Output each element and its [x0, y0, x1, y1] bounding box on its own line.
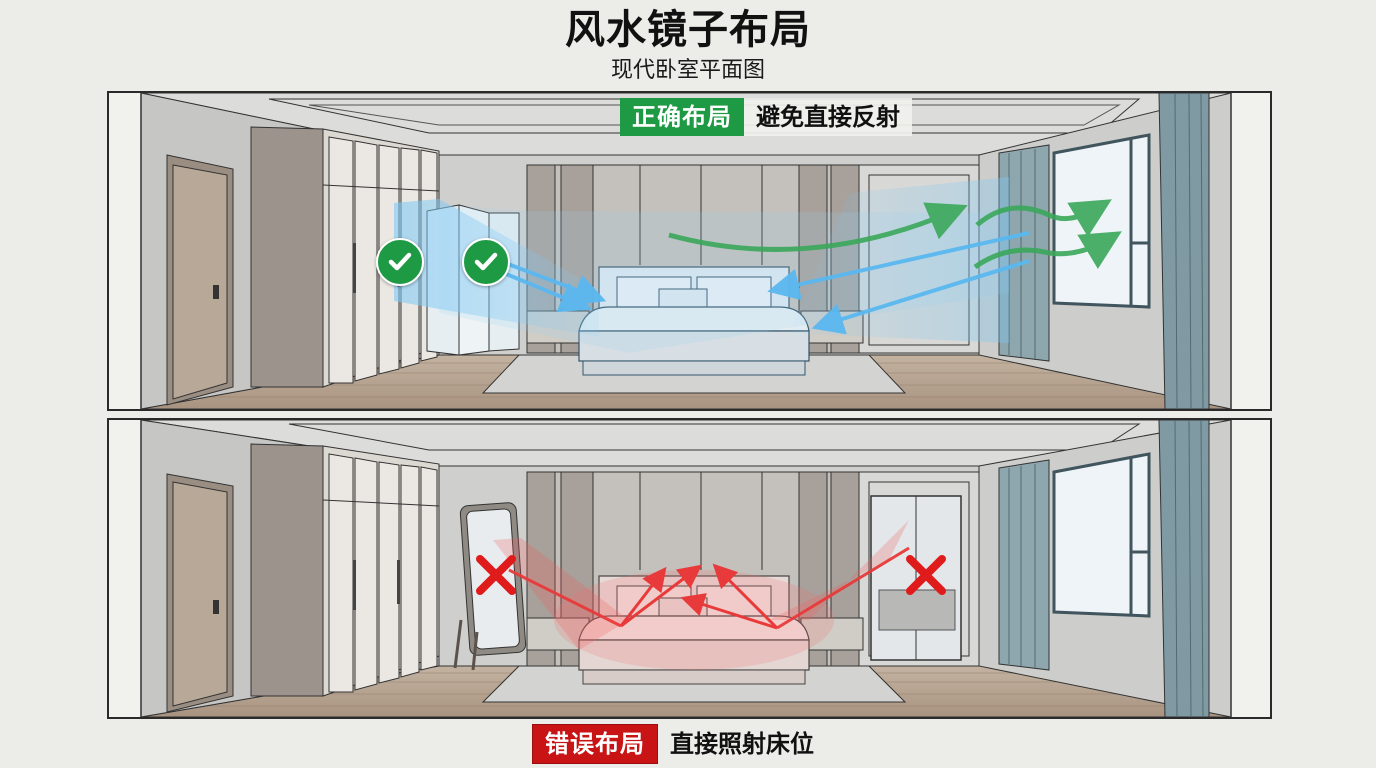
check-icon	[462, 238, 510, 286]
bed	[578, 266, 810, 376]
correct-layout-label: 正确布局 避免直接反射	[620, 98, 912, 136]
wardrobe	[250, 126, 440, 388]
page-title: 风水镜子布局	[565, 7, 811, 53]
correct-layout-badge: 正确布局	[620, 98, 744, 136]
incorrect-layout-label: 错误布局 直接照射床位	[532, 724, 826, 764]
correct-layout-panel	[107, 91, 1272, 411]
cross-icon	[476, 555, 516, 595]
incorrect-layout-panel	[107, 418, 1272, 719]
page-subtitle: 现代卧室平面图	[610, 58, 765, 83]
door	[166, 473, 234, 713]
incorrect-layout-badge: 错误布局	[532, 724, 658, 764]
window	[1052, 133, 1151, 309]
incorrect-layout-caption: 直接照射床位	[670, 730, 814, 758]
bed	[578, 575, 810, 685]
curtains	[998, 420, 1210, 717]
check-icon	[376, 238, 424, 286]
wardrobe	[250, 443, 440, 697]
door	[166, 154, 234, 406]
mirror-wardrobe-door	[870, 495, 962, 661]
incorrect-bedroom-illustration	[109, 420, 1270, 717]
correct-layout-caption: 避免直接反射	[756, 103, 900, 131]
window	[1052, 452, 1151, 618]
correct-bedroom-illustration	[109, 93, 1270, 409]
cross-icon	[906, 555, 946, 595]
